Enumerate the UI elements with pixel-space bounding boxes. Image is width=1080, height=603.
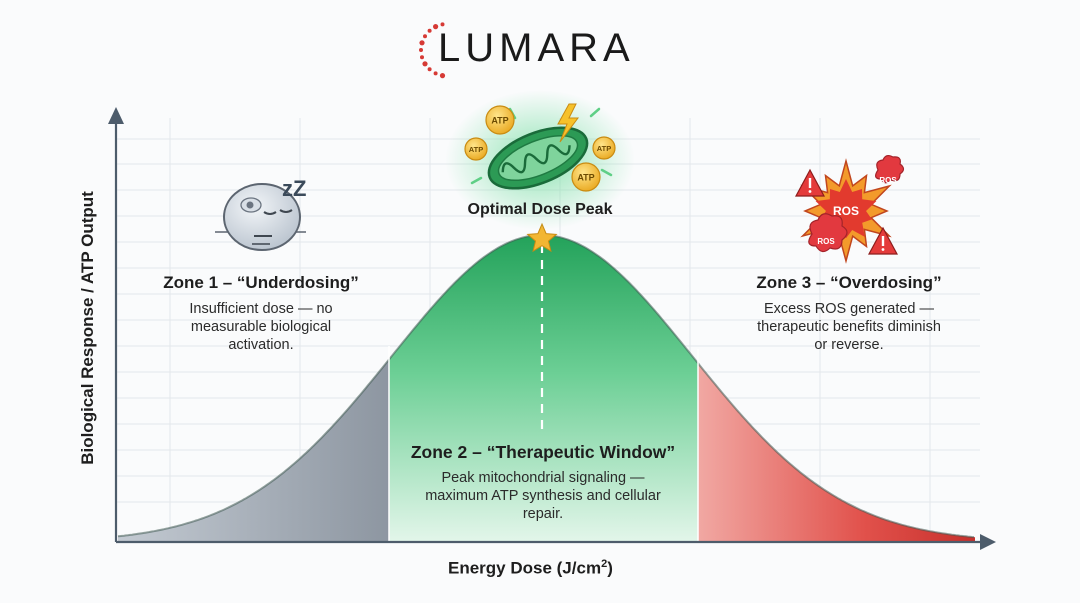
logo-dot <box>440 22 445 27</box>
logo-dot <box>439 73 446 79</box>
logo-dot <box>419 48 423 52</box>
lumara-logo-mark <box>419 22 446 79</box>
y-axis-label: Biological Response / ATP Output <box>78 191 97 465</box>
atp-badge <box>571 162 601 192</box>
ros-label: ROS <box>879 176 897 185</box>
therapeutic-zone-fill <box>389 235 698 542</box>
warning-icon <box>867 226 899 255</box>
y-axis <box>108 107 124 542</box>
zone3-description: Excess ROS generated — therapeutic benef… <box>757 301 941 353</box>
x-axis-label-close: ) <box>607 558 613 578</box>
ros-burst-icon <box>794 154 905 264</box>
zone2-title: Zone 2 – “Therapeutic Window” <box>410 442 676 462</box>
optimal-dose-peak-label: Optimal Dose Peak <box>467 201 613 218</box>
logo-dot <box>419 40 425 46</box>
zone1-title: Zone 1 – “Underdosing” <box>163 273 359 292</box>
logo-dot <box>427 28 432 33</box>
x-axis-label-superscript: 2 <box>601 558 608 570</box>
warning-icon <box>794 168 826 197</box>
zone3-title: Zone 3 – “Overdosing” <box>756 273 942 292</box>
ros-blob-icon <box>875 154 905 184</box>
logo-dot <box>423 34 427 39</box>
logo-dot <box>433 24 439 30</box>
atp-badge <box>485 105 515 135</box>
brand-logo-text: LUMARA <box>438 26 635 70</box>
atp-badge-label: ATP <box>469 145 483 154</box>
atp-badge-label: ATP <box>577 173 594 183</box>
sleep-zz-icon: zZ <box>282 176 306 201</box>
zone2-description: Peak mitochondrial signaling — maximum A… <box>425 470 661 522</box>
logo-dot <box>422 61 428 67</box>
logo-dot <box>433 71 438 76</box>
x-axis <box>116 534 996 550</box>
logo-dot <box>420 55 424 60</box>
ros-label: ROS <box>833 204 859 218</box>
atp-badge <box>592 136 616 160</box>
atp-badge-label: ATP <box>491 116 508 126</box>
underdosing-zone-fill <box>118 359 389 542</box>
atp-badge <box>464 137 488 161</box>
overdosing-zone-fill <box>698 363 975 542</box>
x-axis-label: Energy Dose (J/cm2) <box>448 558 613 579</box>
optimal-peak-star-icon <box>526 222 558 253</box>
ros-blob-icon <box>808 213 848 253</box>
sleeping-cell-icon <box>215 183 306 251</box>
logo-dot <box>427 67 432 72</box>
ros-label: ROS <box>817 237 835 246</box>
x-axis-label-text: Energy Dose (J/cm <box>448 558 602 578</box>
atp-badge-label: ATP <box>597 144 611 153</box>
zone1-description: Insufficient dose — no measurable biolog… <box>189 301 333 353</box>
